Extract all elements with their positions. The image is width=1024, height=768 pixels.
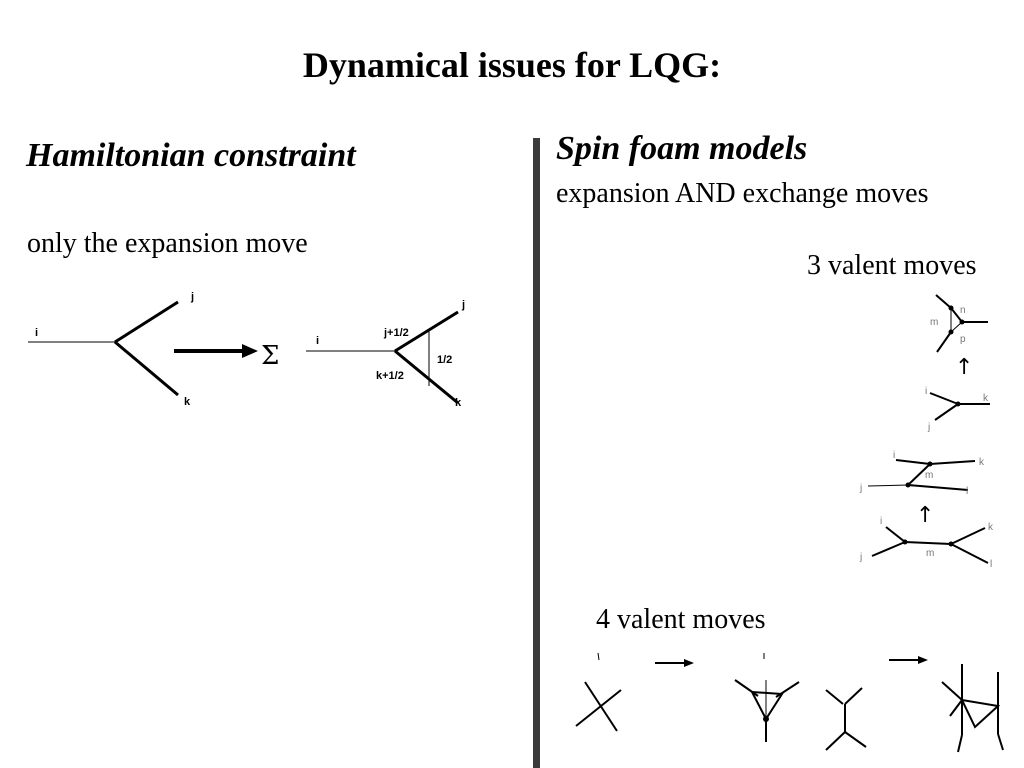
d1-label-n: n	[960, 305, 966, 316]
d1-label-p: p	[960, 334, 966, 345]
vertex-before: i j k	[28, 291, 194, 408]
d2-label-k: k	[983, 393, 989, 404]
three-valent-label: 3 valent moves	[807, 250, 977, 281]
expansion-move-text: only the expansion move	[27, 228, 308, 259]
slide-title: Dynamical issues for LQG:	[302, 45, 722, 85]
d4-label-j: j	[859, 552, 862, 563]
d4-label-i: i	[880, 516, 882, 527]
label-k: k	[184, 396, 191, 408]
d4-label-l: l	[990, 559, 992, 570]
label-i-after: i	[316, 335, 319, 347]
edge-k-after	[394, 349, 459, 405]
d3-label-l: l	[966, 486, 968, 497]
column-divider	[533, 138, 540, 768]
d4-label-m: m	[926, 548, 934, 559]
four-valent-vertex	[575, 652, 622, 732]
d4-label-k: k	[988, 522, 994, 533]
right-arrow-icon	[174, 344, 258, 358]
trivalent-vertex-diagram: i j k	[925, 386, 990, 433]
tetrahedral-vertex	[734, 653, 800, 742]
label-k-half: k+1/2	[376, 370, 404, 382]
sum-symbol: Σ	[261, 341, 279, 371]
spin-foam-heading: Spin foam models	[556, 130, 808, 167]
edge-j-after	[394, 310, 459, 353]
d1-label-m: m	[930, 317, 938, 328]
two-vertex-diagram: i k j l m	[859, 516, 994, 570]
label-loop: 1/2	[437, 354, 452, 366]
edge-j	[114, 300, 179, 344]
label-j: j	[190, 291, 194, 303]
d2-label-i: i	[925, 386, 927, 397]
label-i: i	[35, 327, 38, 339]
hamiltonian-heading: Hamiltonian constraint	[26, 137, 356, 174]
right-arrow-icon-small-2	[889, 656, 928, 664]
edge-k	[114, 340, 179, 397]
stacked-vertices	[825, 687, 867, 751]
prism-vertex	[941, 664, 1004, 753]
d3-label-k: k	[979, 457, 985, 468]
four-valent-label: 4 valent moves	[596, 604, 766, 635]
exchange-vertex-diagram: i k j l m	[859, 450, 985, 497]
triangle-vertex-diagram: m n p	[930, 294, 988, 353]
up-arrow-icon-2: ↑	[916, 503, 934, 528]
d2-label-j: j	[927, 422, 930, 433]
expansion-exchange-text: expansion AND exchange moves	[556, 178, 929, 209]
label-j-half: j+1/2	[383, 327, 409, 339]
up-arrow-icon: ↑	[955, 355, 973, 380]
vertex-after: i j k j+1/2 k+1/2 1/2	[306, 299, 465, 409]
label-j-after: j	[461, 299, 465, 311]
d3-label-i: i	[893, 450, 895, 461]
d3-label-j: j	[859, 483, 862, 494]
right-arrow-icon-small	[655, 659, 694, 667]
label-k-after: k	[455, 397, 462, 409]
d3-label-m: m	[925, 470, 933, 481]
